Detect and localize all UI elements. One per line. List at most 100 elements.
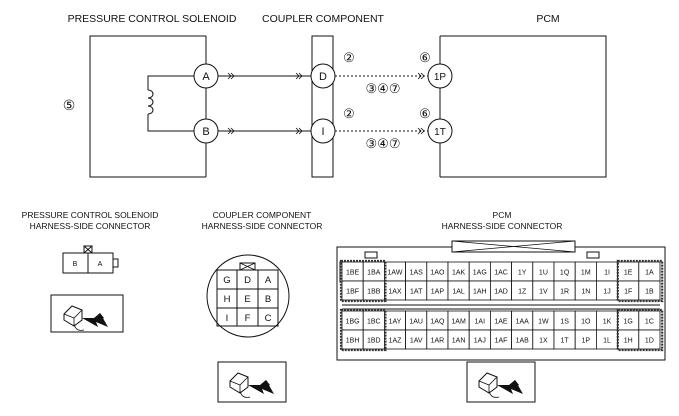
terminal-sol-b (193, 118, 219, 144)
probe-icon-coupler (217, 361, 287, 403)
pcm-pin-1f: 1F (624, 289, 632, 296)
pcm-pin-1ab: 1AB (516, 338, 530, 345)
pcm-pin-1ba: 1BA (367, 270, 381, 277)
pcm-pin-1e: 1E (624, 270, 633, 277)
coupler-pin-a: A (265, 275, 272, 286)
pcm-pin-1ar: 1AR (431, 338, 445, 345)
terminal-label-pcm-1p: 1P (434, 72, 447, 83)
pcm-pin-group-frame (616, 259, 664, 303)
coupler-connector-title-1: COUPLER COMPONENT (213, 210, 312, 220)
solenoid-title: PRESSURE CONTROL SOLENOID (68, 13, 237, 25)
pcm-pin-1a: 1A (645, 270, 654, 277)
coupler-connector (206, 254, 290, 338)
pcm-pin-1t: 1T (561, 338, 570, 345)
pcm-pin-1bc: 1BC (367, 319, 381, 326)
pcm-pin-1d: 1D (645, 338, 654, 345)
pcm-pin-1c: 1C (645, 319, 654, 326)
pcm-pin-1q: 1Q (560, 270, 570, 277)
pcm-pin-1s: 1S (560, 319, 569, 326)
terminal-label-pcm-1t: 1T (434, 127, 446, 138)
coupler-pin-i: I (226, 313, 229, 324)
pcm-title: PCM (536, 13, 559, 25)
coupler-pin-g: G (223, 275, 230, 286)
pcm-pin-1ac: 1AC (494, 270, 508, 277)
coupler-box (311, 35, 334, 178)
pcm-pin-1az: 1AZ (389, 338, 403, 345)
pcm-pin-1bh: 1BH (346, 338, 360, 345)
pcm-pin-1be: 1BE (346, 270, 360, 277)
pcm-pin-1al: 1AL (452, 289, 465, 296)
callout-t-top: ⑥ (419, 106, 431, 121)
callout-i-bottom: ③④⑦ (366, 136, 401, 151)
pcm-pin-1bg: 1BG (346, 319, 360, 326)
pcm-pin-1j: 1J (603, 289, 610, 296)
pcm-pin-group-frame (616, 308, 664, 352)
pcm-pin-1ai: 1AI (475, 319, 486, 326)
callout-d-bottom: ③④⑦ (366, 81, 401, 96)
pcm-pin-1ax: 1AX (388, 289, 402, 296)
pcm-pin-1at: 1AT (410, 289, 423, 296)
pcm-pin-1v: 1V (539, 289, 548, 296)
pcm-pin-1aj: 1AJ (474, 338, 486, 345)
chevron-arrows (227, 72, 425, 135)
terminal-pcm-1t (427, 118, 453, 144)
coupler-pin-c: C (265, 313, 272, 324)
coupler-pin-e: E (244, 294, 250, 305)
terminal-coupler-d (310, 63, 336, 89)
callout-p-top: ⑥ (419, 50, 431, 65)
coupler-title: COUPLER COMPONENT (262, 13, 385, 25)
pcm-pin-1b: 1B (645, 289, 654, 296)
probe-icon-solenoid (50, 294, 124, 333)
pcm-pin-1h: 1H (624, 338, 633, 345)
solenoid-box (89, 35, 207, 178)
solenoid-connector-title-1: PRESSURE CONTROL SOLENOID (22, 210, 159, 220)
callout-5: ⑤ (63, 97, 76, 113)
pcm-pin-1aw: 1AW (388, 270, 403, 277)
pcm-pin-1ap: 1AP (431, 289, 445, 296)
pcm-pin-1bb: 1BB (367, 289, 381, 296)
solenoid-connector-title-2: HARNESS-SIDE CONNECTOR (30, 221, 151, 231)
pcm-pin-1ae: 1AE (494, 319, 508, 326)
terminal-coupler-i (310, 118, 336, 144)
pcm-pin-1au: 1AU (409, 319, 423, 326)
pcm-pin-1bd: 1BD (367, 338, 381, 345)
probe-icon-pcm (466, 361, 536, 403)
pcm-pin-1ay: 1AY (389, 319, 402, 326)
terminal-pcm-1p (427, 63, 453, 89)
pcm-pin-1ao: 1AO (430, 270, 445, 277)
pcm-pin-1o: 1O (581, 319, 591, 326)
pcm-pin-1u: 1U (539, 270, 548, 277)
pcm-pin-1g: 1G (624, 319, 633, 326)
pcm-pin-1av: 1AV (410, 338, 423, 345)
solenoid-coil (147, 75, 194, 132)
pcm-pin-1aq: 1AQ (430, 319, 445, 326)
pcm-pin-1i: 1I (604, 270, 610, 277)
terminal-label-sol-a: A (202, 71, 210, 83)
pcm-pin-1n: 1N (581, 289, 590, 296)
pcm-pin-1k: 1K (603, 319, 612, 326)
pcm-pin-1y: 1Y (518, 270, 527, 277)
pcm-pin-1l: 1L (603, 338, 611, 345)
pcm-pin-1an: 1AN (452, 338, 466, 345)
coupler-connector-title-2: HARNESS-SIDE CONNECTOR (202, 221, 323, 231)
pcm-pin-1w: 1W (538, 319, 549, 326)
pcm-pin-1ag: 1AG (473, 270, 487, 277)
coupler-pin-b: B (265, 294, 271, 305)
pcm-pin-1aa: 1AA (516, 319, 530, 326)
pcm-pin-group-frame (339, 259, 387, 303)
terminal-label-coupler-i: I (321, 126, 324, 138)
pcm-pin-1x: 1X (539, 338, 548, 345)
pcm-pin-1ad: 1AD (494, 289, 508, 296)
coupler-pin-d: D (244, 275, 251, 286)
terminal-sol-a (193, 63, 219, 89)
pcm-pin-group-frame (339, 308, 387, 352)
coupler-pin-f: F (245, 313, 251, 324)
solenoid-pin-b: B (73, 261, 78, 268)
pcm-pin-1bf: 1BF (346, 289, 359, 296)
pcm-pin-1ah: 1AH (473, 289, 487, 296)
pcm-pin-1p: 1P (582, 338, 591, 345)
pcm-pin-1ak: 1AK (452, 270, 466, 277)
pcm-connector-title-2: HARNESS-SIDE CONNECTOR (442, 221, 563, 231)
callout-d-top: ② (343, 50, 355, 65)
